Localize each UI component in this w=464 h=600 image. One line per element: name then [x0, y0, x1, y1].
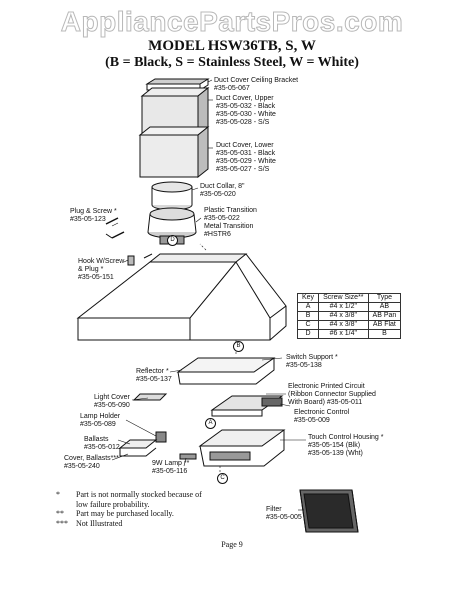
watermark: AppliancePartsPros.com	[60, 6, 404, 38]
key-table-header: Type	[367, 293, 402, 303]
screw-size-cell: #4 x 3/8"	[318, 320, 369, 330]
footnote: * Part is not normally stocked because o…	[56, 490, 202, 509]
label-duct-cover-upper: Duct Cover, Upper#35-05-032 - Black#35-0…	[216, 95, 276, 126]
type-cell: B	[367, 329, 402, 339]
lamp-shape	[179, 453, 197, 460]
footnote: ** Part may be purchased locally.	[56, 509, 174, 518]
label-cover-ballasts: Cover, Ballasts***#35-05-240	[64, 455, 119, 470]
type-cell: AB Pan	[367, 311, 402, 321]
circuit-board-shape	[210, 395, 284, 417]
callout-a: A	[205, 418, 216, 429]
screw-size-cell: #6 x 1/4"	[318, 329, 369, 339]
key-table-header: Key	[296, 293, 320, 303]
label-plug-screw: Plug & Screw *#35-05-123	[70, 208, 117, 223]
table-row: B #4 x 3/8" AB Pan	[296, 311, 402, 321]
model-subtitle: (B = Black, S = Stainless Steel, W = Whi…	[105, 55, 359, 70]
footnote: *** Not Illustrated	[56, 518, 123, 528]
type-cell: AB	[367, 302, 402, 312]
label-electronic-printed-circuit: Electronic Printed Circuit(Ribbon Connec…	[288, 383, 376, 406]
label-lamp-holder: Lamp Holder#35-05-089	[80, 413, 121, 428]
callout-d: D	[167, 235, 178, 246]
label-duct-cover-ceiling-bracket: Duct Cover Ceiling Bracket#35-05-067	[214, 77, 299, 92]
table-row: D #6 x 1/4" B	[296, 329, 402, 339]
label-9w-lamp: 9W Lamp **#35-05-116	[152, 460, 190, 475]
table-row: C #4 x 3/8" AB Flat	[296, 320, 402, 330]
key-table-header: Screw Size**	[318, 293, 369, 303]
label-reflector: Reflector *#35-05-137	[136, 368, 172, 383]
leader-lines	[111, 79, 306, 511]
screw-size-cell: #4 x 3/8"	[318, 311, 369, 321]
key-cell: D	[296, 329, 320, 339]
hook-shape	[127, 253, 153, 266]
reflector-shape	[176, 357, 276, 385]
label-duct-collar: Duct Collar, 8"#35-05-020	[200, 183, 245, 198]
page-number: Page 9	[221, 540, 243, 549]
callout-c: C	[217, 473, 228, 484]
key-cell: A	[296, 302, 320, 312]
footnotes: * Part is not normally stocked because o…	[56, 490, 202, 528]
callout-b: B	[233, 341, 244, 352]
label-hook-screw-plug: Hook W/Screw& Plug *#35-05-151	[78, 258, 125, 281]
label-switch-support: Switch Support *#35-05-138	[286, 354, 338, 369]
plug-screw-shape	[105, 217, 125, 239]
type-cell: AB Flat	[367, 320, 402, 330]
label-ballasts: Ballasts#35-05-012	[84, 436, 120, 451]
label-duct-cover-lower: Duct Cover, Lower#35-05-031 - Black#35-0…	[216, 142, 276, 173]
filter-shape	[299, 489, 359, 533]
key-cell: C	[296, 320, 320, 330]
hood-canopy-shape	[76, 253, 287, 341]
duct-collar-shape	[151, 181, 193, 211]
label-touch-control-housing: Touch Control Housing *#35-05-154 (Blk)#…	[308, 434, 384, 457]
screw-key-table: Key Screw Size** Type A #4 x 1/2" AB B #…	[296, 293, 402, 339]
table-row: A #4 x 1/2" AB	[296, 302, 402, 312]
lamp-holder-shape	[155, 431, 167, 443]
label-light-cover: Light Cover#35-05-090	[94, 394, 130, 409]
label-filter: Filter#35-05-005	[266, 506, 302, 521]
key-cell: B	[296, 311, 320, 321]
screw-size-cell: #4 x 1/2"	[318, 302, 369, 312]
lower-duct-cover-shape	[138, 125, 210, 179]
control-housing-shape	[198, 429, 286, 467]
key-table-header-row: Key Screw Size** Type	[296, 293, 402, 303]
label-electronic-control: Electronic Control#35-05-009	[294, 409, 350, 424]
model-title: MODEL HSW36TB, S, W	[148, 38, 316, 54]
